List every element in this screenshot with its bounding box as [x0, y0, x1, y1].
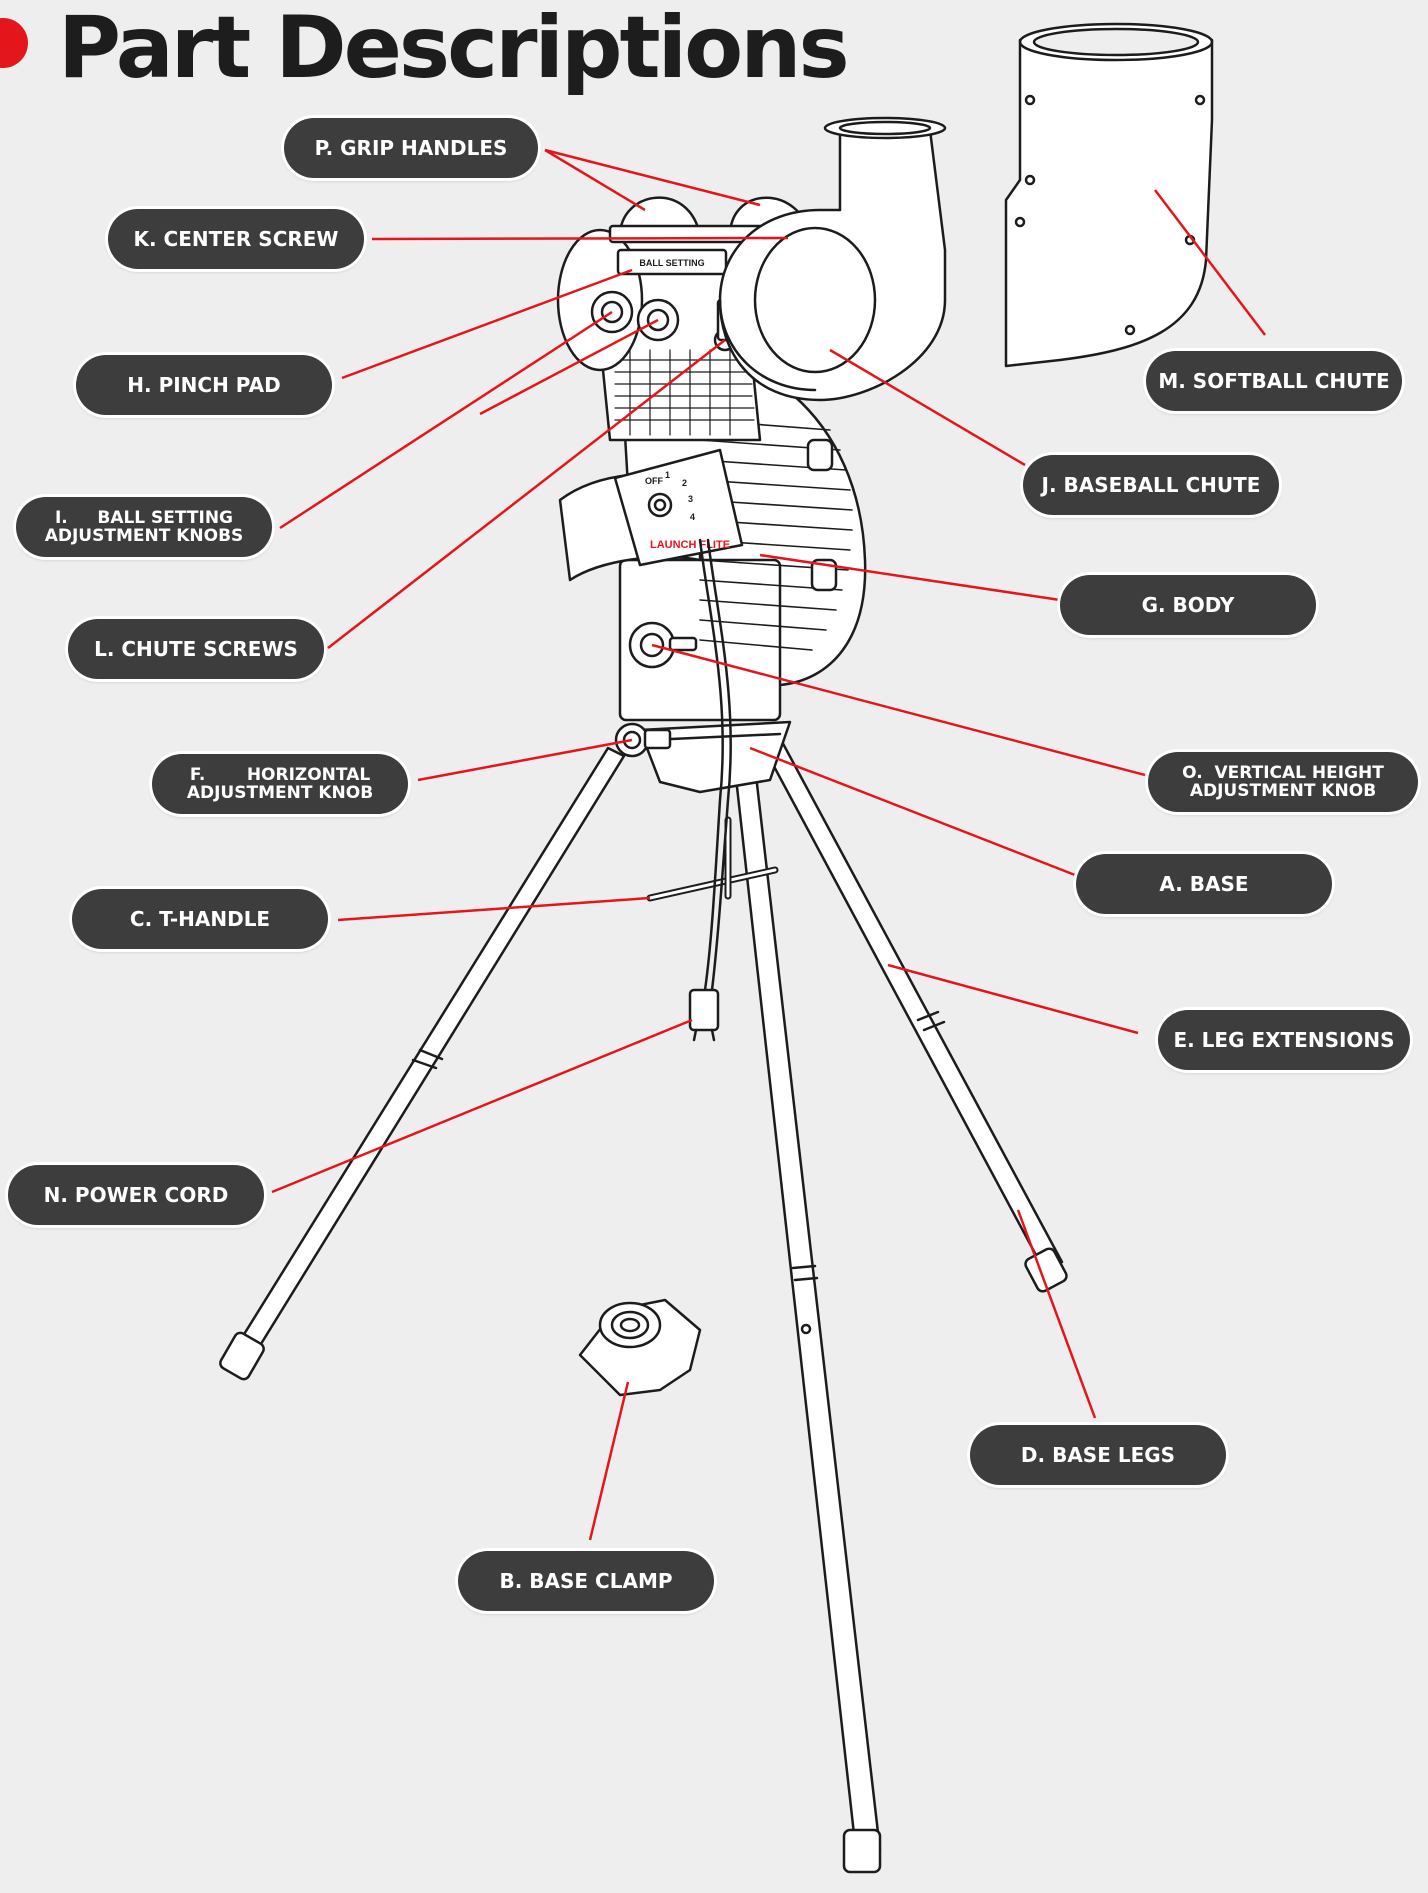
label-chute-screws: L. CHUTE SCREWS — [68, 619, 324, 679]
label-base: A. BASE — [1076, 854, 1332, 914]
label-base-legs: D. BASE LEGS — [970, 1425, 1226, 1485]
base-clamp-drawing — [578, 1298, 702, 1397]
label-ball-setting-knobs: I. BALL SETTING ADJUSTMENT KNOBS — [16, 497, 272, 557]
leader-line-pinch-pad — [341, 268, 633, 380]
left-base-leg — [219, 746, 626, 1381]
leader-line-ball-setting-2 — [479, 318, 659, 416]
label-vertical-height-knob: O. VERTICAL HEIGHT ADJUSTMENT KNOB — [1148, 752, 1418, 812]
label-t-handle: C. T-HANDLE — [72, 889, 328, 949]
leader-line-t-handle — [337, 896, 651, 922]
dial-3-label: 3 — [688, 494, 693, 504]
label-base-clamp: B. BASE CLAMP — [458, 1551, 714, 1611]
label-horizontal-line1: F. HORIZONTAL — [189, 765, 371, 785]
label-vertical-line2: ADJUSTMENT KNOB — [1189, 781, 1377, 801]
dial-4-label: 4 — [690, 512, 695, 522]
leader-line-power-cord — [271, 1018, 693, 1194]
label-grip-handles: P. GRIP HANDLES — [284, 118, 538, 178]
power-cord-drawing — [688, 538, 732, 1042]
machine-drawing: BALL SETTING OFF 1 2 3 4 — [219, 22, 1214, 1874]
label-power-cord: N. POWER CORD — [8, 1165, 264, 1225]
ball-setting-panel-text: BALL SETTING — [639, 258, 704, 268]
leader-line-base — [749, 746, 1076, 877]
leader-line-softball-chute — [1154, 189, 1266, 336]
leader-line-baseball-chute — [829, 348, 1026, 467]
label-vertical-line1: O. VERTICAL HEIGHT — [1182, 763, 1384, 783]
label-pinch-pad: H. PINCH PAD — [76, 355, 332, 415]
dial-off-label: OFF — [645, 476, 663, 486]
leader-line-vertical-knob — [651, 643, 1146, 777]
t-handle — [646, 816, 779, 902]
label-center-screw: K. CENTER SCREW — [108, 209, 364, 269]
leader-line-grip-handles-right — [544, 148, 761, 207]
leader-line-ball-setting-1 — [279, 310, 613, 530]
leader-line-leg-extensions — [887, 963, 1139, 1035]
baseball-chute-drawing — [718, 116, 947, 402]
label-softball-chute: M. SOFTBALL CHUTE — [1146, 351, 1402, 411]
right-base-leg — [760, 736, 1068, 1293]
dial-1-label: 1 — [665, 470, 670, 480]
dial-2-label: 2 — [682, 478, 687, 488]
label-horizontal-knob: F. HORIZONTAL ADJUSTMENT KNOB — [152, 754, 408, 814]
label-baseball-chute: J. BASEBALL CHUTE — [1023, 455, 1279, 515]
leader-line-base-clamp — [588, 1381, 630, 1541]
leader-line-horizontal-knob — [417, 738, 633, 782]
leader-line-grip-handles-left — [544, 148, 646, 212]
machine-body: BALL SETTING OFF 1 2 3 4 — [556, 196, 867, 722]
page-title: Part Descriptions — [58, 0, 850, 98]
leader-line-body — [759, 553, 1061, 602]
brand-logo-text: LAUNCH FLITE — [650, 539, 730, 551]
softball-chute-drawing — [1004, 22, 1214, 368]
label-leg-extensions: E. LEG EXTENSIONS — [1158, 1010, 1410, 1070]
label-horizontal-line2: ADJUSTMENT KNOB — [186, 783, 374, 803]
label-ball-setting-line2: ADJUSTMENT KNOBS — [44, 526, 244, 546]
machine-base — [614, 720, 792, 794]
leader-line-base-legs — [1016, 1209, 1097, 1419]
label-ball-setting-line1: I. BALL SETTING — [54, 508, 234, 528]
leader-line-chute-screws — [327, 339, 726, 649]
leader-lines — [271, 148, 1266, 1541]
leader-line-center-screw — [371, 236, 789, 241]
label-body: G. BODY — [1060, 575, 1316, 635]
